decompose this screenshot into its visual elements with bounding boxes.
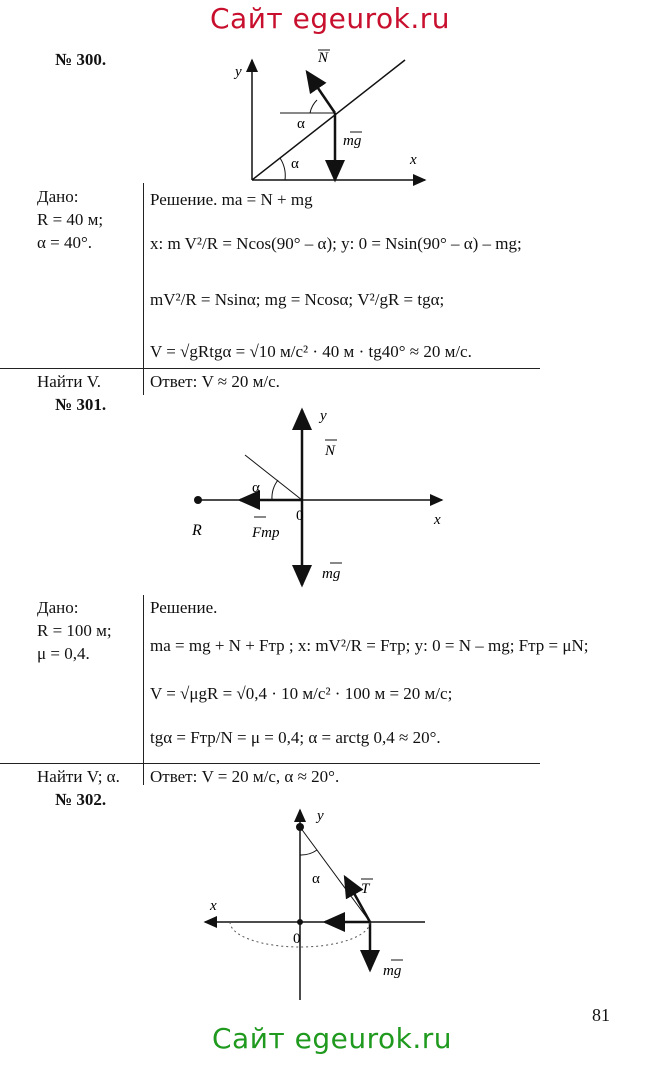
label-origin-302: 0 <box>293 931 301 947</box>
find-300: Найти V. <box>37 372 102 391</box>
solution-300-line4: V = √gRtgα = √10 м/с² · 40 м · tg40° ≈ 2… <box>150 342 472 361</box>
normal-force-arrow <box>305 69 337 114</box>
given-label-300: Дано: <box>37 187 79 206</box>
label-T: T <box>361 881 371 897</box>
problem-302-number: № 302. <box>55 790 107 809</box>
answer-301: Ответ: V = 20 м/с, α ≈ 20°. <box>150 767 340 786</box>
center-point-302 <box>297 919 303 925</box>
problem-300-number: № 300. <box>55 50 107 69</box>
solution-301-line1: Решение. <box>150 598 218 617</box>
label-alpha-301: α <box>252 480 260 496</box>
string-line <box>299 826 371 923</box>
center-point <box>194 496 202 504</box>
tension-arrow <box>343 874 372 923</box>
label-mg-301: mg <box>322 566 341 582</box>
label-y-301: y <box>318 408 327 424</box>
label-R-301: R <box>191 522 202 539</box>
solution-300-line3: mV²/R = Nsinα; mg = Ncosα; V²/gR = tgα; <box>150 290 445 309</box>
solution-301-line3: V = √μgR = √0,4 · 10 м/с² · 100 м = 20 м… <box>150 684 453 703</box>
label-N-301: N <box>324 443 336 459</box>
given-label-301: Дано: <box>37 598 79 617</box>
page-number: 81 <box>592 1005 610 1025</box>
label-mg: mg <box>343 133 362 149</box>
given-r-300: R = 40 м; <box>37 210 104 229</box>
find-301: Найти V; α. <box>37 767 120 786</box>
site-banner-top: Сайт egeurok.ru <box>210 2 450 35</box>
figure-301: y N α R Fmp 0 x mg <box>191 407 444 588</box>
solution-301-line4: tgα = Fтр/N = μ = 0,4; α = arctg 0,4 ≈ 2… <box>150 728 441 747</box>
label-x-301: x <box>433 512 441 528</box>
given-alpha-300: α = 40°. <box>37 233 93 252</box>
incline-line <box>251 59 406 181</box>
figure-302: y α T x 0 mg <box>203 808 425 1000</box>
tilt-line <box>244 454 303 501</box>
label-x-302: x <box>209 898 217 914</box>
given-mu-301: μ = 0,4. <box>37 644 90 663</box>
label-y: y <box>233 64 242 80</box>
label-y-302: y <box>315 808 324 824</box>
label-alpha-302: α <box>312 871 320 887</box>
solution-300-line1: Решение. ma = N + mg <box>150 190 313 209</box>
figure-300: y N α mg α x <box>233 49 427 186</box>
site-banner-bottom: Сайт egeurok.ru <box>212 1022 452 1055</box>
label-N: N <box>317 50 329 66</box>
solution-301-line2: ma = mg + N + Fтр ; x: mV²/R = Fтр; y: 0… <box>150 636 589 655</box>
label-mg-302: mg <box>383 963 402 979</box>
label-alpha-top: α <box>297 116 305 132</box>
given-r-301: R = 100 м; <box>37 621 112 640</box>
label-origin-301: 0 <box>296 508 304 524</box>
problem-301-number: № 301. <box>55 395 107 414</box>
answer-300: Ответ: V ≈ 20 м/с. <box>150 372 280 391</box>
label-x: x <box>409 152 417 168</box>
label-alpha-bottom: α <box>291 156 299 172</box>
label-Fmp: Fmp <box>251 525 280 541</box>
solution-300-line2: x: m V²/R = Ncos(90° – α); y: 0 = Nsin(9… <box>150 234 522 253</box>
